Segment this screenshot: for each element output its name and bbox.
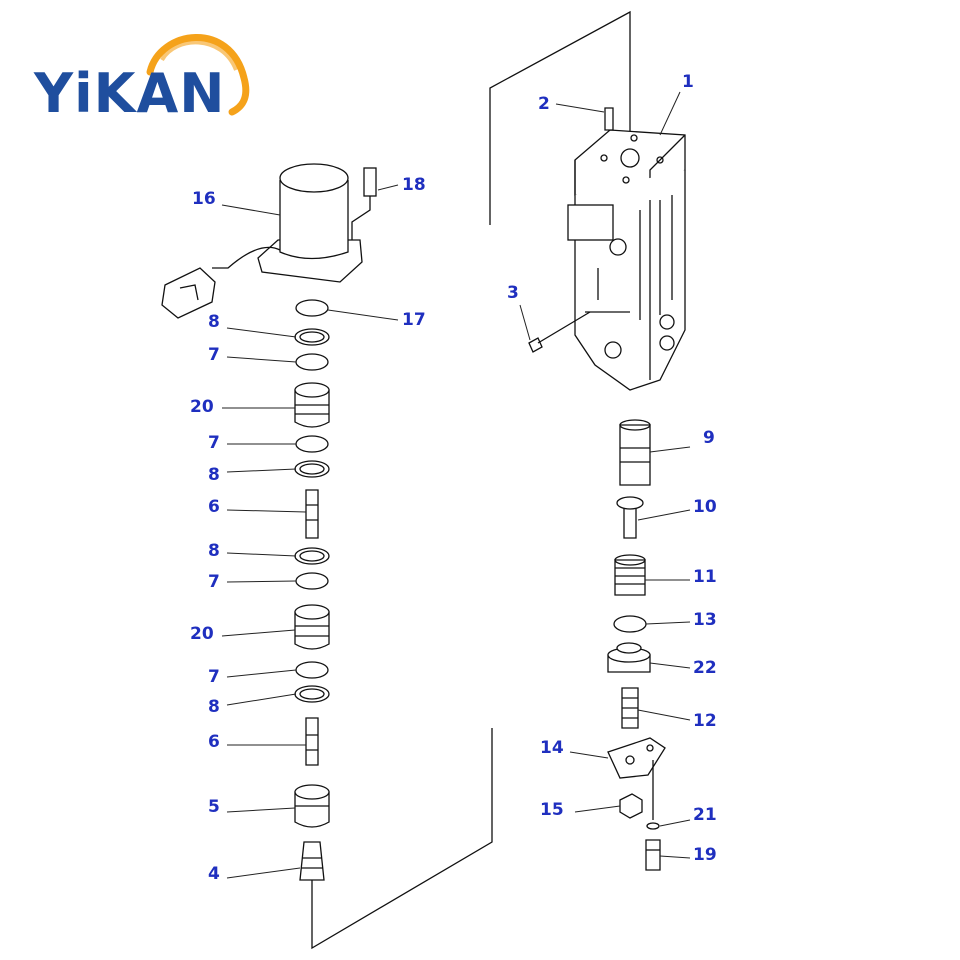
callout-7: 7 xyxy=(208,433,220,453)
callout-20: 20 xyxy=(190,397,214,417)
callout-20: 20 xyxy=(190,624,214,644)
callout-7: 7 xyxy=(208,572,220,592)
callout-6: 6 xyxy=(208,732,220,752)
callout-8: 8 xyxy=(208,465,220,485)
callout-14: 14 xyxy=(540,738,564,758)
callout-8: 8 xyxy=(208,697,220,717)
callout-11: 11 xyxy=(693,567,717,587)
callout-19: 19 xyxy=(693,845,717,865)
brand-logo: YiKAN xyxy=(34,62,226,125)
left-spool-stack xyxy=(294,299,330,881)
callout-8: 8 xyxy=(208,541,220,561)
valve-body xyxy=(567,129,686,391)
callout-7: 7 xyxy=(208,667,220,687)
assembly-frame-line-bottom xyxy=(311,728,493,950)
callout-3: 3 xyxy=(507,283,519,303)
callout-9: 9 xyxy=(703,428,715,448)
callout-22: 22 xyxy=(693,658,717,678)
callout-10: 10 xyxy=(693,497,717,517)
solenoid xyxy=(161,163,363,319)
callout-7: 7 xyxy=(208,345,220,365)
callout-2: 2 xyxy=(538,94,550,114)
callout-15: 15 xyxy=(540,800,564,820)
callout-21: 21 xyxy=(693,805,717,825)
bolt xyxy=(363,167,377,197)
callout-8: 8 xyxy=(208,312,220,332)
callout-1: 1 xyxy=(682,72,694,92)
leader-lines xyxy=(221,91,691,879)
logo-arc xyxy=(146,34,250,116)
callout-12: 12 xyxy=(693,711,717,731)
right-spool-stack xyxy=(607,419,666,871)
callout-18: 18 xyxy=(402,175,426,195)
callout-6: 6 xyxy=(208,497,220,517)
callout-4: 4 xyxy=(208,864,220,884)
callout-13: 13 xyxy=(693,610,717,630)
assembly-frame-line xyxy=(489,10,631,225)
callout-16: 16 xyxy=(192,189,216,209)
callout-17: 17 xyxy=(402,310,426,330)
callout-5: 5 xyxy=(208,797,220,817)
